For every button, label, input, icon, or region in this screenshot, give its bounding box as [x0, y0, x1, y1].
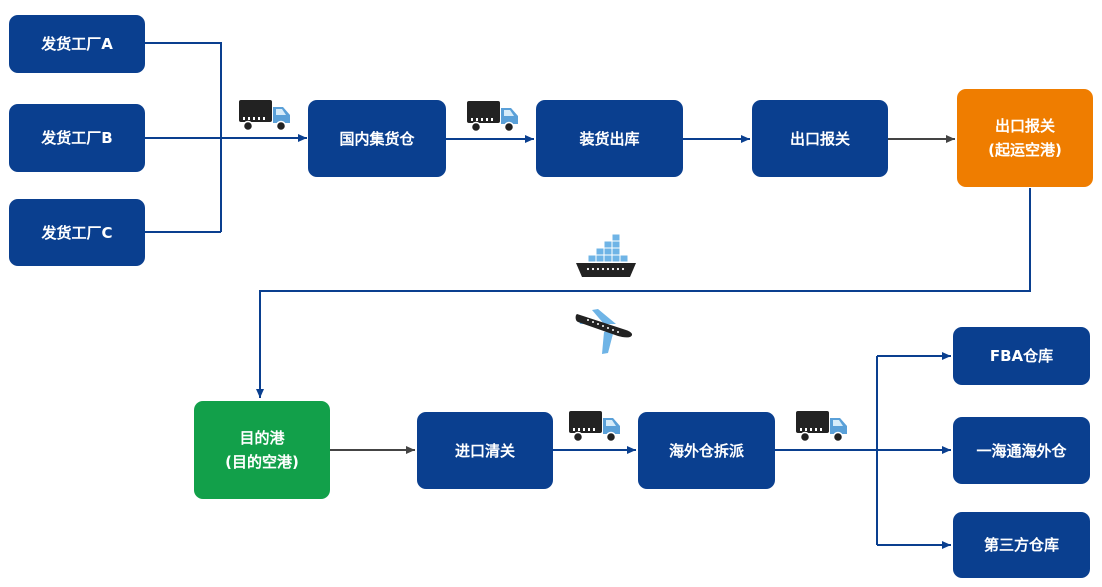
node-yihaitong: 一海通海外仓 — [953, 417, 1090, 484]
ship-icon — [576, 233, 636, 277]
node-factory-a: 发货工厂A — [9, 15, 145, 73]
truck-icon — [796, 411, 847, 443]
node-fba: FBA仓库 — [953, 327, 1090, 385]
node-factory-c: 发货工厂C — [9, 199, 145, 266]
connector-factory-a — [145, 42, 222, 232]
node-overseas-split: 海外仓拆派 — [638, 412, 775, 489]
node-export-customs-line1: 出口报关 — [994, 117, 1055, 135]
node-factory-b: 发货工厂B — [9, 104, 145, 172]
node-yihaitong-label: 一海通海外仓 — [976, 441, 1067, 460]
node-export-declaration: 出口报关 — [752, 100, 888, 177]
node-third-party-label: 第三方仓库 — [983, 536, 1059, 554]
node-export-customs-line2: (起运空港) — [988, 141, 1062, 159]
airplane-icon — [575, 309, 633, 354]
connector-export-to-destination — [256, 188, 1031, 398]
truck-icon — [239, 100, 290, 132]
truck-icon — [569, 411, 620, 443]
node-import-clearance-label: 进口清关 — [454, 441, 515, 460]
node-domestic-warehouse-label: 国内集货仓 — [339, 129, 415, 148]
node-export-customs: 出口报关 (起运空港) — [957, 89, 1093, 187]
node-overseas-split-label: 海外仓拆派 — [668, 441, 744, 460]
node-loading: 装货出库 — [536, 100, 683, 177]
node-fba-label: FBA仓库 — [989, 347, 1054, 365]
node-export-declaration-label: 出口报关 — [789, 129, 850, 148]
node-import-clearance: 进口清关 — [417, 412, 553, 489]
node-destination-line2: (目的空港) — [225, 453, 299, 471]
node-destination-line1: 目的港 — [239, 429, 285, 447]
node-third-party: 第三方仓库 — [953, 512, 1090, 578]
node-loading-label: 装货出库 — [579, 129, 640, 148]
node-factory-a-label: 发货工厂A — [41, 35, 113, 53]
node-factory-c-label: 发货工厂C — [41, 223, 113, 242]
node-domestic-warehouse: 国内集货仓 — [308, 100, 446, 177]
node-factory-b-label: 发货工厂B — [41, 129, 113, 147]
node-destination-port: 目的港 (目的空港) — [194, 401, 330, 499]
truck-icon — [467, 101, 518, 133]
